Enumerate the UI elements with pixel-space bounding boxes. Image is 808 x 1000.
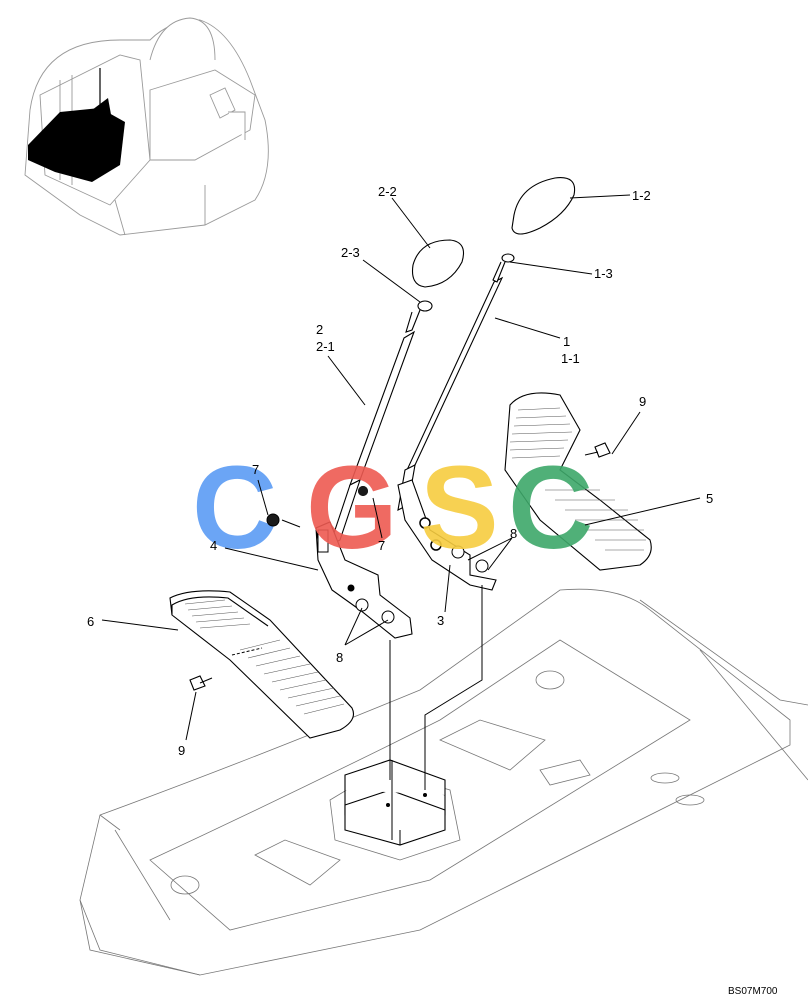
callout-3: 3 [437,613,444,628]
callout-2: 2 [316,322,323,337]
watermark-logo: C G S C [192,442,593,574]
callout-2-2: 2-2 [378,184,397,199]
callout-2-3: 2-3 [341,245,360,260]
callout-6: 6 [87,614,94,629]
callout-5: 5 [706,491,713,506]
leader-lines [101,194,701,741]
bolt-9-left [189,675,213,691]
callout-9-right: 9 [639,394,646,409]
lever-floor-mount [344,759,446,846]
cab-floor-plate [79,588,808,976]
callout-7-left: 7 [252,462,259,477]
left-travel-pedal [169,590,355,739]
watermark-letter-c2: C [508,442,593,574]
callout-1-2: 1-2 [632,188,651,203]
callout-1-1: 1-1 [561,351,580,366]
watermark-letter-g: G [306,442,398,574]
callout-2-1: 2-1 [316,339,335,354]
cab-inset-illustration [24,17,269,236]
right-travel-pedal [504,392,652,571]
watermark-letter-c1: C [192,442,277,574]
bolt-9-right [584,442,611,458]
left-travel-lever [315,239,465,639]
callout-4: 4 [210,538,217,553]
callout-8-right: 8 [510,526,517,541]
callout-1-3: 1-3 [594,266,613,281]
right-travel-lever [397,177,576,591]
callout-labels: 1 1-1 1-2 1-3 2 2-1 2-2 2-3 3 4 5 6 7 7 … [87,184,778,997]
callout-8-left: 8 [336,650,343,665]
watermark-letter-s: S [420,442,499,574]
callout-7-right: 7 [378,538,385,553]
callout-1: 1 [563,334,570,349]
drawing-code: BS07M700 [728,986,778,997]
callout-9-left: 9 [178,743,185,758]
